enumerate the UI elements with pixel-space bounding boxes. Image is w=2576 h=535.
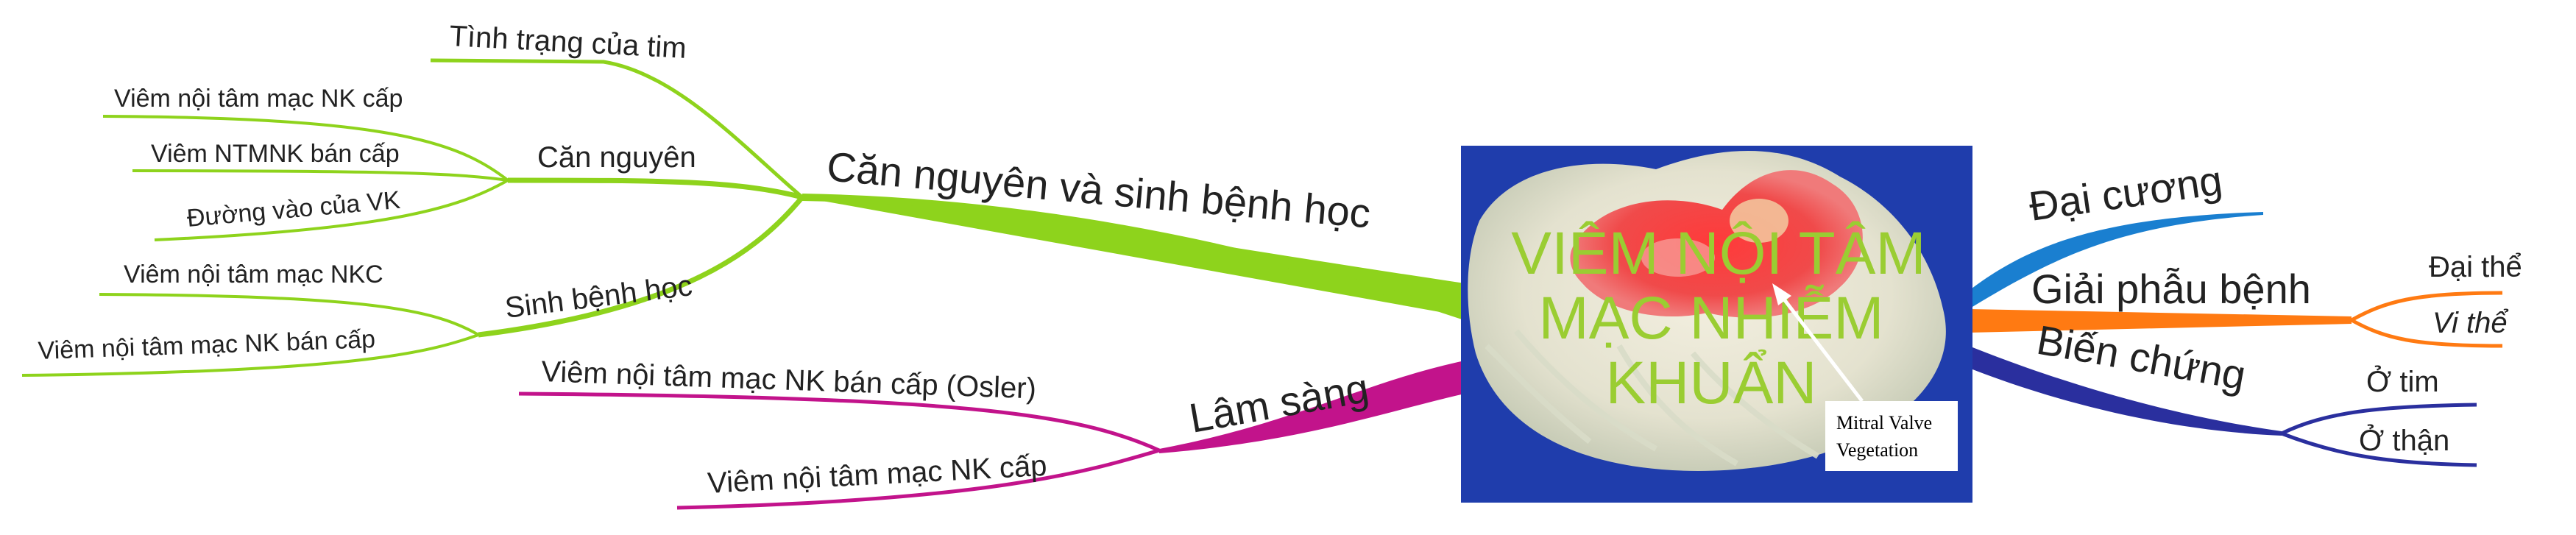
- branch-main-green: [802, 197, 1465, 316]
- node-vi-the: Vi thể: [2432, 307, 2508, 339]
- connector-giai-phau-benh-2: [2350, 318, 2503, 348]
- image-label-line-1: Mitral Valve: [1836, 412, 1932, 433]
- node-can-nguyen: Căn nguyên: [537, 141, 696, 174]
- branch-main-navy: [1969, 346, 2282, 436]
- connector-sinh-benh-hoc: [478, 195, 804, 338]
- branch-label-giai-phau-benh: Giải phẫu bệnh: [2031, 266, 2311, 312]
- node-tinh-trang-cua-tim: Tình trạng của tim: [449, 20, 687, 65]
- branch-main-orange: [1969, 309, 2352, 333]
- node-o-than: Ở thận: [2359, 423, 2449, 457]
- connector-lam-sang-2: [676, 448, 1160, 510]
- central-topic[interactable]: VIÊM NỘI TÂM MẠC NHIỄM KHUẨN Mitral Valv…: [1461, 146, 1972, 503]
- central-title-line-1: VIÊM NỘI TÂM: [1511, 220, 1925, 287]
- node-can-nguyen-child-1: Viêm nội tâm mạc NK cấp: [114, 85, 403, 113]
- central-title-line-2: MẠC NHIỄM: [1538, 285, 1883, 352]
- node-o-tim: Ở tim: [2366, 364, 2439, 398]
- branch-main-magenta: [1159, 361, 1465, 453]
- connector-can-nguyen: [507, 177, 803, 200]
- branch-lam-sang[interactable]: Lâm sàng Viêm nội tâm mạc NK bán cấp (Os…: [518, 355, 1465, 510]
- node-sinh-benh-hoc: Sinh bệnh học: [503, 269, 694, 325]
- node-lam-sang-child-2: Viêm nội tâm mạc NK cấp: [707, 450, 1047, 500]
- connector-bien-chung-2: [2281, 431, 2477, 467]
- node-can-nguyen-child-2: Viêm NTMNK bán cấp: [151, 140, 400, 168]
- vegetation-red: [1570, 170, 1863, 318]
- node-dai-the: Đại thể: [2429, 251, 2522, 283]
- branch-main-blue: [1969, 212, 2263, 309]
- image-label-line-2: Vegetation: [1836, 439, 1918, 461]
- branch-can-nguyen-sinh-benh-hoc[interactable]: Căn nguyên và sinh bệnh học Tình trạng c…: [21, 20, 1466, 377]
- connector-lam-sang-1: [518, 391, 1161, 453]
- node-sinh-benh-hoc-child-1: Viêm nội tâm mạc NKC: [124, 261, 383, 288]
- label-arrow: [1776, 289, 1864, 403]
- image-label-box: [1825, 401, 1958, 471]
- node-sinh-benh-hoc-child-2: Viêm nội tâm mạc NK bán cấp: [38, 325, 376, 365]
- connector-can-nguyen-1: [102, 115, 509, 182]
- connector-tinh-trang: [430, 58, 804, 199]
- connector-sinh-benh-hoc-2: [21, 333, 479, 377]
- connector-can-nguyen-2: [132, 169, 509, 182]
- connector-sinh-benh-hoc-1: [99, 293, 480, 336]
- branch-giai-phau-benh[interactable]: Giải phẫu bệnh Đại thể Vi thể: [1969, 251, 2522, 348]
- connector-can-nguyen-3: [154, 179, 509, 241]
- node-can-nguyen-child-3: Đường vào của VK: [185, 186, 401, 233]
- connector-bien-chung-1: [2280, 403, 2477, 436]
- connector-giai-phau-benh-1: [2350, 291, 2503, 322]
- central-title-line-3: KHUẨN: [1605, 350, 1816, 417]
